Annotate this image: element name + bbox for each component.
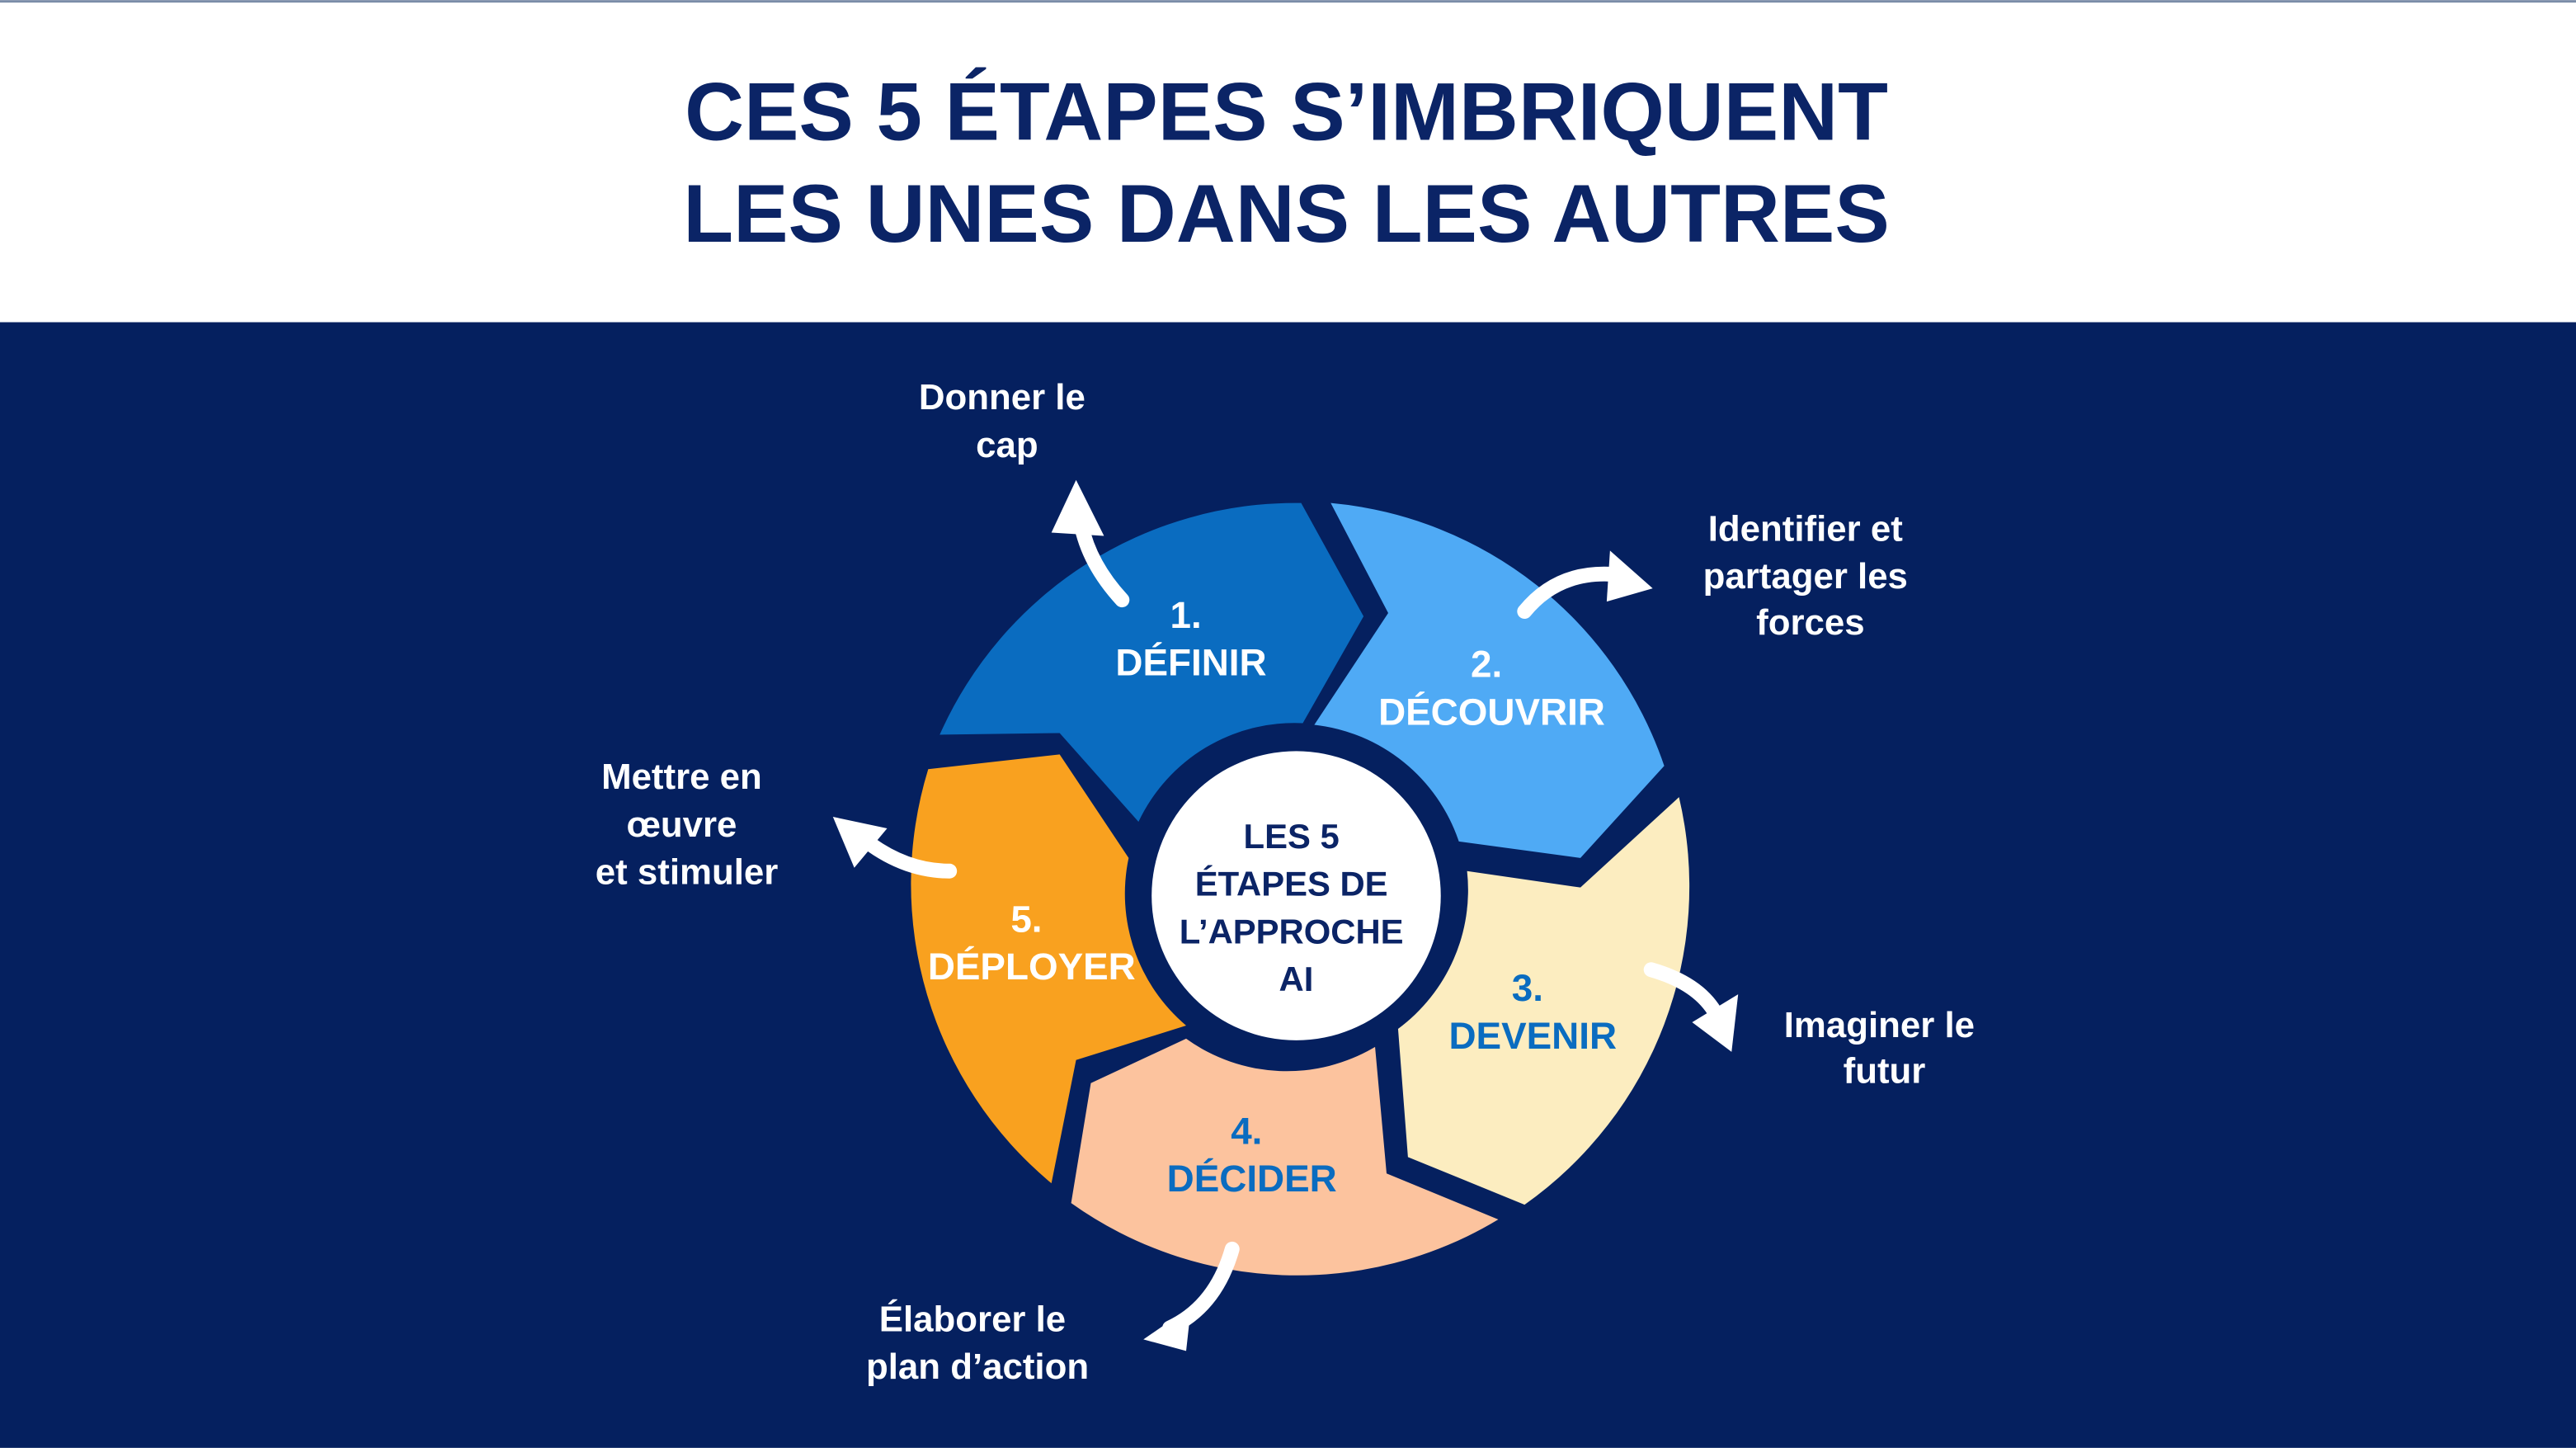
segment-decider — [1071, 1038, 1499, 1276]
arrow-icon-step-4 — [1143, 1241, 1240, 1351]
step-5-description: Mettre en œuvre et stimuler — [596, 757, 779, 893]
arrow-icon-step-2 — [1517, 550, 1653, 620]
step-5-label: 5. DÉPLOYER — [928, 898, 1136, 988]
step-2-description: Identifier et partager les forces — [1703, 508, 1918, 643]
page-title-line2: LES UNES DANS LES AUTRES — [683, 168, 1890, 260]
segment-devenir — [1397, 797, 1690, 1205]
segment-definir — [940, 502, 1364, 823]
arrow-icon-step-5 — [832, 817, 958, 879]
step-3-description: Imaginer le futur — [1784, 1005, 1985, 1092]
step-4-label: 4. DÉCIDER — [1167, 1110, 1337, 1200]
step-2-label: 2. DÉCOUVRIR — [1378, 644, 1605, 733]
step-1-description: Donner le cap — [919, 377, 1095, 465]
arrow-icon-step-3 — [1643, 962, 1739, 1052]
step-4-description: Élaborer le plan d’action — [866, 1298, 1089, 1387]
segment-decouvrir — [1314, 502, 1665, 858]
step-3-label: 3. DEVENIR — [1448, 967, 1617, 1057]
top-border — [0, 0, 2576, 3]
step-1-label: 1. DÉFINIR — [1115, 594, 1266, 684]
header-background — [0, 0, 2576, 323]
arrow-icon-step-1 — [1051, 479, 1130, 608]
segment-deployer — [911, 754, 1187, 1184]
center-label: LES 5 ÉTAPES DE L’APPROCHE AI — [1180, 817, 1413, 998]
center-circle — [1151, 751, 1441, 1040]
page-title-line1: CES 5 ÉTAPES S’IMBRIQUENT — [685, 66, 1888, 158]
